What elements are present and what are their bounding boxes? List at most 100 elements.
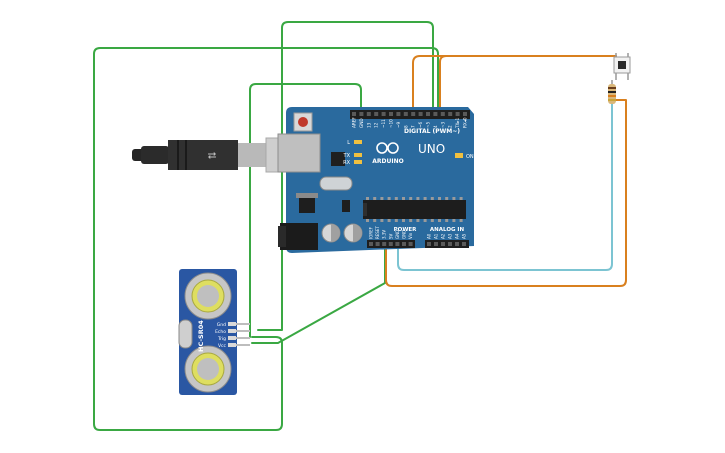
digital-pin[interactable] [463, 112, 467, 116]
transducer-bottom [184, 345, 232, 393]
analog-pin[interactable] [462, 242, 466, 246]
analog-pin-label: A5 [462, 233, 467, 239]
sensor-pin-header[interactable] [228, 322, 250, 347]
led-on-label: ON [466, 154, 474, 160]
digital-pin[interactable] [389, 112, 393, 116]
capacitors [321, 223, 363, 243]
digital-pin[interactable] [418, 112, 423, 116]
atmega-chip-legs [366, 197, 463, 222]
analog-header-label: ANALOG IN [430, 227, 465, 233]
digital-pin-label: ~5 [426, 121, 431, 128]
sensor-pin-label: Vcc [218, 343, 227, 349]
wires [93, 21, 627, 431]
wire-green-trig-to-pin[interactable] [249, 83, 362, 338]
power-pin[interactable] [388, 242, 393, 246]
power-pin[interactable] [382, 242, 387, 246]
digital-pin-holes [352, 112, 467, 116]
led-tx-label: TX [343, 153, 351, 159]
digital-pin-label: TX▸1 [455, 117, 460, 129]
digital-pin[interactable] [359, 112, 364, 116]
digital-pin[interactable] [455, 112, 460, 116]
wire-green-gnd-loop[interactable] [93, 47, 439, 431]
power-pin-label: GND [402, 230, 407, 239]
power-pin-label: 3.3V [382, 230, 387, 239]
usb-b-jack [277, 133, 321, 173]
led-rx-label: RX [343, 160, 350, 166]
digital-pin-label: 12 [374, 122, 379, 128]
sensor-crystal [178, 319, 193, 349]
power-pin[interactable] [395, 242, 400, 246]
wire-orange-button-to-5v[interactable] [412, 55, 617, 113]
digital-pin-label: ~9 [396, 121, 401, 128]
power-pin[interactable] [402, 242, 406, 246]
wire-cyan-resistor-to-gnd[interactable] [397, 103, 613, 271]
digital-pin-label: ~11 [381, 119, 386, 128]
digital-pin-label: 13 [366, 122, 371, 128]
digital-pin-label: ~6 [418, 121, 423, 128]
digital-pin-label: AREF [352, 117, 357, 128]
sensor-pin-label: Trig [217, 336, 226, 342]
power-pin[interactable] [375, 242, 380, 246]
digital-pin[interactable] [366, 112, 371, 116]
digital-pin[interactable] [403, 112, 408, 116]
led-l [354, 140, 362, 144]
board-model-text: UNO [418, 142, 445, 156]
power-pin-label: Vin [408, 232, 413, 239]
wire-orange-resistor-to-5v[interactable] [385, 99, 627, 287]
arduino-uno-board[interactable]: DIGITAL (PWM~) L TX RX ON ARDUINO UNO [277, 107, 474, 253]
analog-pin[interactable] [455, 242, 459, 246]
analog-pin[interactable] [441, 242, 445, 246]
power-pin[interactable] [408, 242, 413, 246]
digital-pin-label: 7 [411, 125, 416, 128]
analog-pin[interactable] [427, 242, 431, 246]
sensor-model-label: HC-SR04 [197, 320, 205, 352]
power-jack [280, 223, 318, 250]
push-button[interactable] [613, 53, 631, 80]
digital-pin-label: 2 [448, 125, 453, 128]
analog-pin[interactable] [434, 242, 438, 246]
power-pin-label: GND [395, 230, 400, 239]
sensor-pin[interactable] [228, 336, 236, 340]
sensor-pin[interactable] [228, 322, 236, 326]
digital-pin[interactable] [396, 112, 401, 116]
led-on [455, 153, 463, 158]
bottom-pin-holes [369, 242, 466, 246]
digital-pin[interactable] [374, 112, 379, 116]
digital-pin[interactable] [433, 112, 438, 116]
analog-pin-label: A1 [434, 233, 439, 239]
digital-pin[interactable] [352, 112, 356, 116]
usb-symbol-icon: ⮂ [208, 149, 217, 162]
wire-green-vcc-to-5v[interactable] [251, 247, 386, 344]
analog-pin[interactable] [448, 242, 452, 246]
resistor[interactable] [608, 80, 616, 104]
digital-pin[interactable] [448, 112, 453, 116]
power-pin[interactable] [369, 242, 373, 246]
digital-pin-header[interactable] [350, 110, 470, 119]
power-pin-label: IOREF [369, 226, 374, 239]
reset-button[interactable] [298, 117, 308, 127]
digital-pin[interactable] [440, 112, 445, 116]
analog-pin-label: A3 [448, 233, 453, 239]
digital-pin-label: 4 [433, 125, 438, 128]
digital-header-label: DIGITAL (PWM~) [404, 128, 460, 135]
digital-pin-label: ~3 [440, 121, 445, 128]
atmega-chip [363, 200, 466, 219]
sensor-pin[interactable] [228, 329, 236, 333]
digital-pin-label: ~10 [389, 119, 394, 128]
led-l-label: L [347, 140, 350, 146]
crystal-oscillator [319, 176, 353, 191]
wire-orange-button-to-pin[interactable] [439, 55, 617, 113]
digital-pin-label: GND [359, 118, 364, 128]
digital-pin[interactable] [426, 112, 430, 116]
digital-pin-label: RX◂0 [463, 117, 468, 128]
transducer-top [184, 272, 232, 320]
analog-pin-label: A0 [427, 233, 432, 239]
digital-pin[interactable] [411, 112, 416, 116]
sensor-pin[interactable] [228, 343, 236, 347]
wire-green-echo-to-pin[interactable] [257, 21, 434, 331]
analog-pin-header[interactable] [425, 240, 469, 248]
analog-pin-label: A2 [441, 233, 446, 239]
digital-pin[interactable] [381, 112, 386, 116]
